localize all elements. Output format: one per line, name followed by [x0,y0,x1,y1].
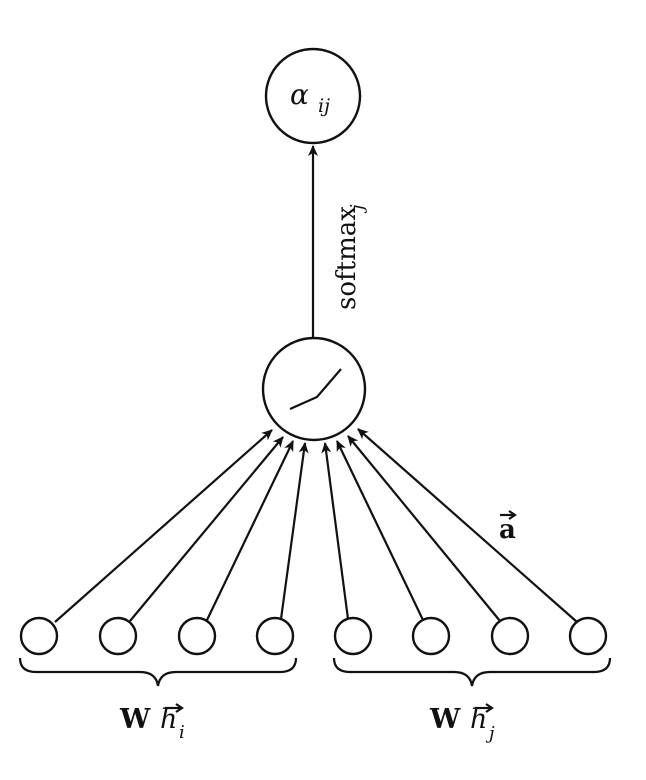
leaky-relu-icon [289,368,342,411]
brace-left [18,657,298,687]
group-right-subscript: j [485,723,495,744]
input-node [490,616,530,656]
softmax-label-text: softmax [332,206,362,310]
input-node [177,616,217,656]
input-node [255,616,295,656]
input-node [98,616,138,656]
group-right-weight: W [429,704,461,735]
brace-right [332,657,612,687]
input-edge [347,435,501,622]
activation-node-circle [261,336,367,442]
output-node-symbol: α [290,78,309,111]
group-label-right: W h j [429,703,495,744]
input-edge [336,440,424,621]
softmax-label-subscript: j [347,204,368,214]
output-node-circle [264,47,362,145]
group-left-subscript: i [179,722,185,743]
input-nodes-right [333,616,608,656]
attention-vector-text: a [499,515,516,545]
vector-arrow-icon [485,703,494,713]
input-edge [54,429,273,623]
output-node-subscript: ij [318,95,330,117]
output-node: α ij [264,47,362,145]
input-node [333,616,373,656]
input-node [19,616,59,656]
softmax-label: softmax j [332,204,368,310]
input-edge [129,436,284,622]
input-edge [206,440,294,621]
group-right-vector: h [470,704,487,735]
input-edge [357,428,578,623]
vector-arrow-icon [175,703,184,713]
attention-vector-label: a [499,510,517,545]
group-left-weight: W [119,704,151,735]
input-edges [54,428,578,623]
input-edge [321,442,350,620]
input-node [411,616,451,656]
group-left-vector: h [160,704,177,735]
input-nodes-left [19,616,295,656]
input-node [568,616,608,656]
vector-arrow-icon [508,510,517,520]
group-label-left: W h i [119,703,185,743]
activation-node [261,336,367,442]
input-edge [279,442,309,620]
